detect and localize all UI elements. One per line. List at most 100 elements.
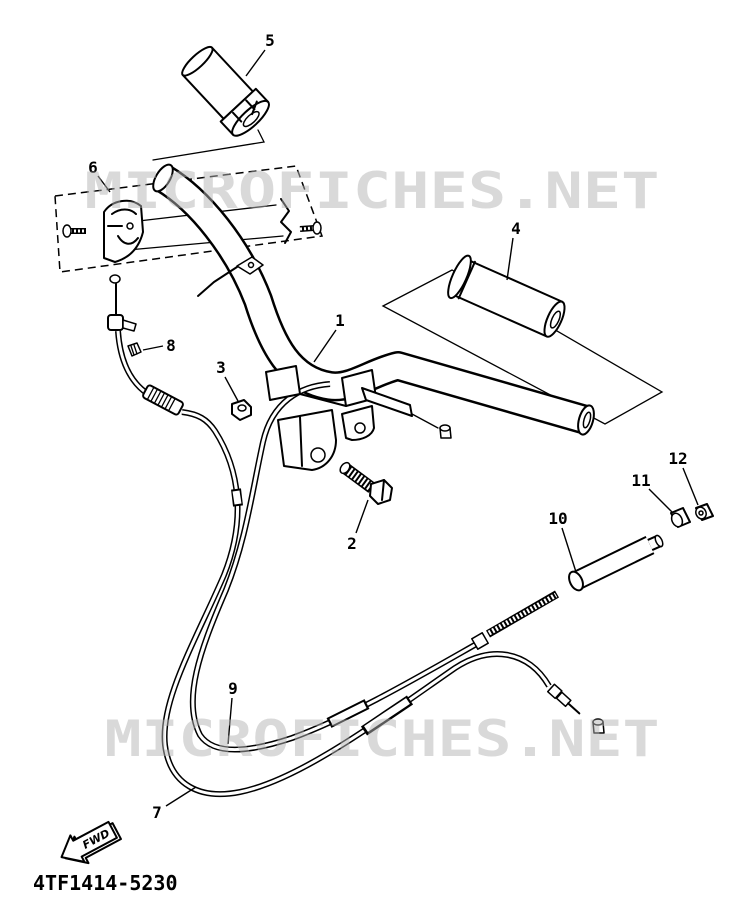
throttle-grip-end: [181, 45, 214, 77]
ring-hole: [698, 510, 704, 516]
assembly-guide-line-lower: [127, 235, 284, 251]
adjuster-part-10: [568, 534, 664, 592]
watermark-top: MICROFICHES.NET: [85, 162, 660, 220]
leader-line: [561, 527, 577, 573]
leader-line: [506, 237, 514, 281]
throttle-drum-notch: [232, 99, 258, 123]
callout-4: 4: [506, 219, 521, 281]
handlebar-hook-wire: [197, 266, 238, 297]
left-grip-flange-edge: [457, 260, 476, 300]
handlebar-left-end-bore: [582, 411, 592, 429]
bolt-head: [369, 479, 393, 505]
bolt-head-edge: [381, 479, 385, 501]
callout-5: 5: [245, 31, 275, 77]
throttle-drum-bore: [242, 110, 260, 128]
screw-head: [62, 224, 72, 238]
watermark-bottom: MICROFICHES.NET: [105, 710, 660, 768]
switch-clip: [280, 198, 292, 244]
switch-screw-left: [62, 224, 86, 238]
lead-connector-tab: [122, 319, 137, 332]
adjuster-ring-end: [568, 570, 584, 592]
throttle-grip-part-5: [181, 45, 270, 137]
cable-9-thread: [487, 592, 558, 636]
leader-line: [245, 49, 266, 77]
callout-12: 12: [668, 449, 699, 506]
cable-guide-bracket: [361, 387, 452, 439]
callout-label: 3: [216, 358, 226, 377]
leader-line: [682, 467, 699, 506]
grip-5-reference-plane: [152, 129, 265, 161]
callout-label: 9: [228, 679, 238, 698]
adjuster-nut-body: [471, 632, 489, 650]
lead-connector: [107, 314, 124, 331]
collar-part-11: [670, 507, 691, 528]
handlebar-right-end: [152, 163, 174, 193]
collar-face: [670, 512, 684, 528]
callout-label: 7: [152, 803, 162, 822]
lower-holder-right-edge: [299, 416, 303, 467]
adjuster-stub-end: [654, 534, 664, 548]
cable-9-adjuster-nut: [471, 632, 489, 650]
callout-label: 5: [265, 31, 275, 50]
nut-bore: [237, 404, 247, 412]
lead-cable-outline: [115, 330, 150, 397]
screw-thread: [130, 344, 138, 356]
callout-11: 11: [631, 471, 673, 513]
end-cap-top: [592, 718, 604, 726]
cable-9-threaded-rod: [485, 590, 560, 638]
switch-housing-hole: [126, 222, 134, 230]
callout-9: 9: [227, 679, 238, 745]
bolt-shaft-thread: [343, 465, 374, 491]
switch-assembly-group-box-part-6: [54, 165, 324, 273]
cable-guide-link: [411, 413, 439, 429]
adjuster-tube-fill: [574, 537, 654, 588]
bolt-tip: [339, 461, 351, 475]
switch-housing-detail: [107, 208, 139, 245]
leader-line: [224, 376, 239, 402]
forward-direction-arrow: FWD: [60, 820, 123, 865]
callout-label: 12: [668, 449, 687, 468]
leader-line: [142, 345, 164, 351]
lower-holder-left-hole: [354, 422, 366, 434]
connector-nut: [546, 683, 563, 700]
screw-shaft-outline: [299, 225, 315, 232]
switch-lead: [107, 274, 150, 397]
callout-6: 6: [88, 158, 111, 193]
handlebar-hook-hole: [247, 261, 255, 269]
leader-line: [97, 175, 111, 193]
nut-part-3: [231, 399, 252, 421]
cable-7-sleeve-fill: [364, 698, 410, 732]
lower-holder-right: [277, 409, 337, 471]
diagram-part-code: 4TF1414-5230: [33, 871, 178, 895]
bolt-shaft-outline: [341, 463, 376, 493]
ring-part-12: [695, 503, 714, 521]
leader-line: [648, 488, 673, 513]
cable-7-joint-fill: [232, 490, 242, 505]
left-grip-part-4: [447, 254, 566, 338]
switch-assembly-part-6: [62, 198, 322, 263]
callout-label: 8: [166, 336, 176, 355]
callout-label: 10: [548, 509, 567, 528]
connector-ribs: [146, 386, 176, 412]
cable-7-end-connector: [546, 683, 581, 715]
callout-label: 1: [335, 311, 345, 330]
cable-7-fill: [163, 410, 551, 796]
lead-grommet: [109, 274, 121, 284]
leader-line: [313, 329, 337, 363]
callout-10: 10: [548, 509, 577, 573]
lower-holder-right-hole: [310, 447, 326, 463]
cable-9-sleeve-fill: [329, 701, 367, 726]
callout-label: 6: [88, 158, 98, 177]
cable-guide-plate: [361, 387, 413, 417]
leader-line: [227, 697, 233, 745]
callout-7: 7: [152, 786, 197, 822]
bolt-part-2: [339, 461, 393, 505]
connector-wire: [567, 702, 581, 715]
switch-screw-right: [299, 221, 322, 235]
holder-bridge: [299, 393, 347, 407]
switch-housing: [103, 199, 144, 263]
upper-holder-right: [265, 365, 301, 401]
leader-line: [165, 786, 197, 807]
callout-2: 2: [347, 499, 369, 553]
